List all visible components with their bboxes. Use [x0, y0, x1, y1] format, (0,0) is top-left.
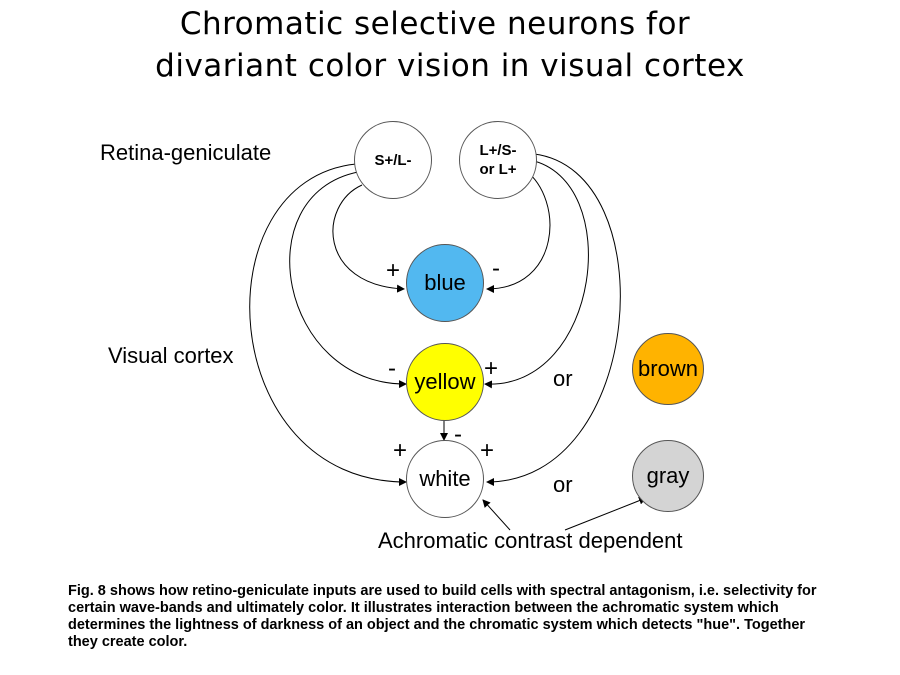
- figure-caption: Fig. 8 shows how retino-geniculate input…: [68, 583, 817, 650]
- sign-white-left: +: [393, 437, 408, 464]
- arrow-s-to-yellow: [289, 171, 407, 389]
- brown-label: brown: [638, 356, 698, 381]
- retina-geniculate-label: Retina-geniculate: [100, 140, 272, 165]
- gray-label: gray: [646, 463, 690, 488]
- achromatic-label: Achromatic contrast dependent: [378, 528, 683, 553]
- title-line-1: Chromatic selective neurons for: [179, 6, 691, 42]
- sign-white-top: -: [454, 421, 462, 448]
- l-plus-s-minus-node: L+/S- or L+: [459, 121, 537, 199]
- white-node: white: [406, 440, 484, 518]
- arrow-l-to-yellow: [484, 159, 589, 389]
- s-plus-l-minus-node: S+/L-: [354, 121, 432, 199]
- arrow-l-to-blue: [486, 169, 551, 293]
- or-label-top: or: [553, 366, 573, 391]
- or-label-bottom: or: [553, 472, 573, 497]
- sign-blue-left: +: [386, 257, 401, 284]
- sign-yellow-left: -: [388, 355, 396, 382]
- arrow-s-to-white: [249, 163, 407, 486]
- sign-yellow-right: +: [484, 355, 499, 382]
- yellow-label: yellow: [414, 369, 476, 394]
- sign-white-right: +: [480, 437, 495, 464]
- yellow-node: yellow: [406, 343, 484, 421]
- sign-blue-right: -: [492, 255, 500, 282]
- gray-node: gray: [632, 440, 704, 512]
- arrow-achromatic-to-white: [482, 499, 511, 531]
- arrow-l-to-white: [486, 153, 621, 486]
- l-plus-label-line2: or L+: [479, 161, 517, 178]
- white-label: white: [419, 466, 471, 491]
- title-line-2: divariant color vision in visual cortex: [155, 48, 745, 84]
- blue-label: blue: [424, 270, 466, 295]
- arrow-s-to-blue: [332, 184, 405, 293]
- l-plus-label-line1: L+/S-: [479, 142, 517, 159]
- arrow-achromatic-to-gray: [564, 496, 647, 531]
- brown-node: brown: [632, 333, 704, 405]
- s-plus-l-minus-label: S+/L-: [374, 151, 412, 169]
- visual-cortex-label: Visual cortex: [108, 343, 234, 368]
- blue-node: blue: [406, 244, 484, 322]
